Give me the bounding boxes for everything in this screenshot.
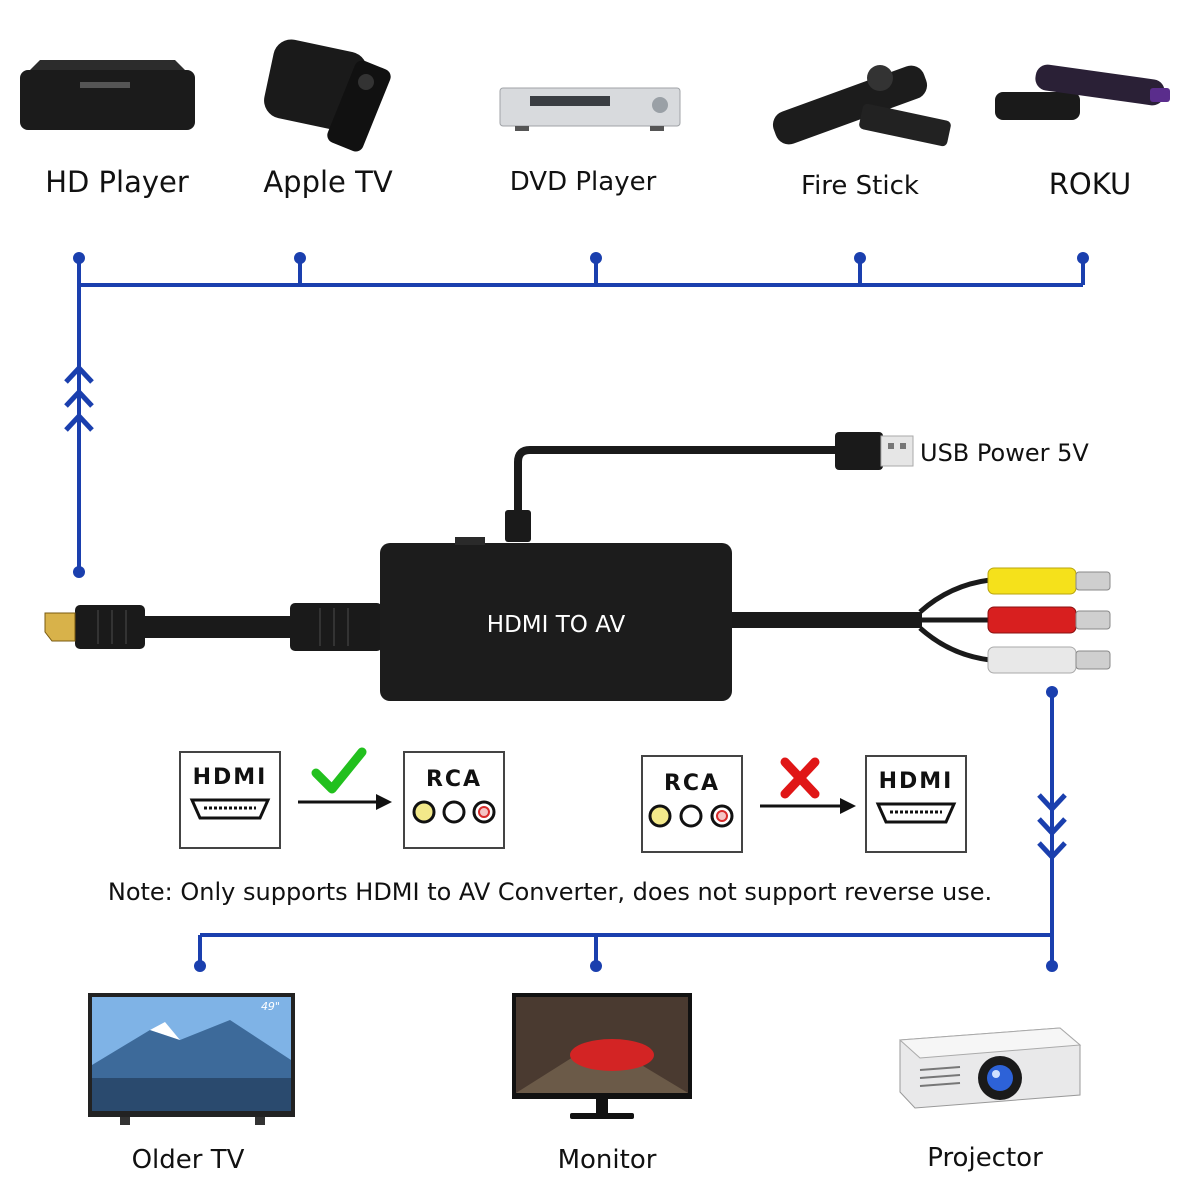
source-label-roku: ROKU — [1049, 167, 1131, 201]
output-label-projector: Projector — [927, 1143, 1043, 1173]
tv-size-badge: 49" — [261, 1000, 280, 1013]
note-text: Note: Only supports HDMI to AV Converter… — [108, 878, 992, 906]
rca-cables — [732, 567, 1111, 674]
unsupported-to-label: HDMI — [879, 769, 954, 794]
usb-cable — [505, 432, 914, 542]
input-bus — [73, 252, 1089, 578]
output-label-monitor: Monitor — [558, 1145, 657, 1175]
output-label-older-tv: Older TV — [132, 1145, 245, 1175]
supported-hdmi-box — [179, 751, 281, 849]
arrow-right-icon — [298, 794, 392, 810]
projector-image — [898, 1027, 1082, 1109]
roku-image — [995, 64, 1170, 120]
arrow-right-icon — [760, 798, 856, 814]
supported-to-label: RCA — [426, 767, 482, 792]
output-bus — [194, 686, 1058, 972]
converter-label: HDMI TO AV — [487, 612, 626, 638]
fire-stick-image — [772, 65, 951, 147]
supported-rca-box — [403, 751, 505, 849]
hdmi-cable — [44, 603, 382, 651]
apple-tv-image — [264, 39, 391, 152]
supported-from-label: HDMI — [193, 765, 268, 790]
dvd-player-image — [499, 87, 681, 131]
up-arrows-icon — [64, 364, 94, 432]
source-label-dvd-player: DVD Player — [510, 167, 657, 197]
unsupported-from-label: RCA — [664, 771, 720, 796]
unsupported-hdmi-box — [865, 755, 967, 853]
check-icon — [311, 747, 367, 794]
down-arrows-icon — [1037, 793, 1067, 861]
source-label-apple-tv: Apple TV — [263, 165, 392, 199]
converter-box — [380, 537, 732, 701]
source-label-hd-player: HD Player — [45, 165, 189, 199]
cross-icon — [780, 757, 820, 799]
unsupported-rca-box — [641, 755, 743, 853]
hd-player-image — [20, 60, 195, 130]
usb-power-label: USB Power 5V — [920, 439, 1089, 467]
source-label-fire-stick: Fire Stick — [801, 171, 919, 201]
older-tv-image — [88, 993, 295, 1125]
monitor-image — [512, 993, 692, 1119]
